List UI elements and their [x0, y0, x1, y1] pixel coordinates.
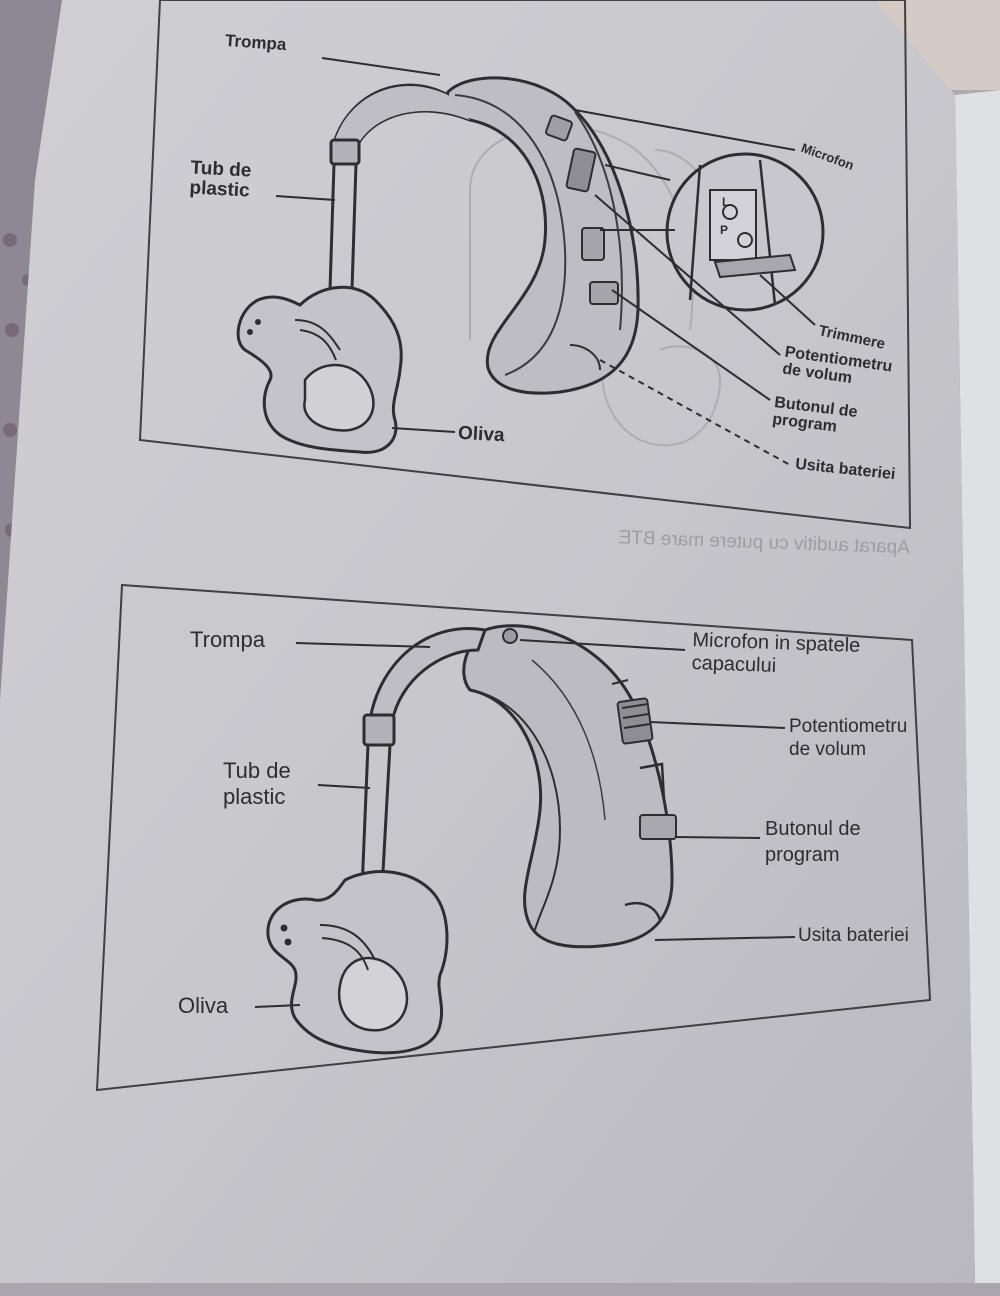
bottom-tube	[360, 744, 392, 891]
bottom-label-trompa: Trompa	[190, 627, 265, 652]
bottom-label-tub-de-plastic: Tub de plastic	[223, 758, 291, 810]
top-leader-lines	[275, 57, 816, 466]
bottom-aid-body	[462, 624, 674, 949]
top-frame	[138, 0, 912, 530]
bottom-label-butonul-de-program: Butonul de program	[765, 818, 861, 866]
bottom-frame	[95, 583, 932, 1092]
top-tube	[328, 163, 358, 291]
bottom-leader-lines	[254, 639, 796, 1008]
bottom-label-potentiometru-de-volum: Potentiometru de volum	[789, 716, 908, 760]
bottom-label-usita-bateriei: Usita bateriei	[798, 925, 909, 946]
inset-mark-l: L	[722, 195, 730, 209]
bottom-label-oliva: Oliva	[178, 993, 229, 1018]
inset-mark-p: P	[720, 223, 729, 237]
bottom-label-microfon: Microfon in spatele capacului	[691, 629, 861, 678]
